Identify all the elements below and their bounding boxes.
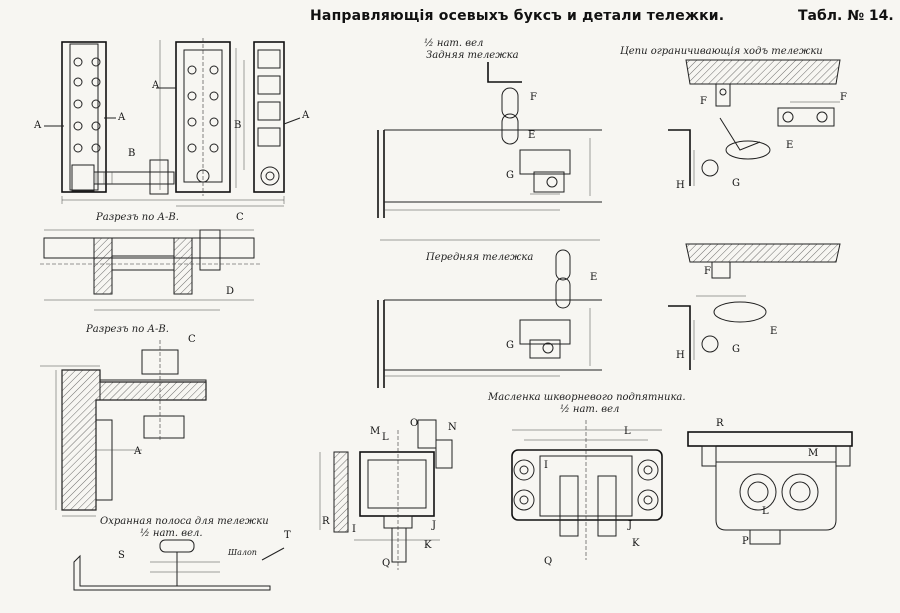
ref-letter: L bbox=[762, 506, 769, 517]
caption-oiler-scale: ½ нат. вел bbox=[560, 404, 620, 415]
guard-strip bbox=[73, 539, 285, 591]
caption-chains: Цепи ограничивающія ходъ тележки bbox=[620, 46, 823, 57]
section-ab-top bbox=[40, 229, 260, 311]
ref-letter: L bbox=[624, 426, 631, 437]
ref-letter: D bbox=[226, 286, 235, 297]
front-bogie-view bbox=[377, 249, 602, 388]
ref-letter: G bbox=[506, 340, 514, 351]
section-ab-bottom bbox=[40, 340, 207, 517]
ref-letter: N bbox=[448, 422, 457, 433]
ref-letter: A bbox=[34, 120, 42, 131]
ref-letter: Q bbox=[382, 558, 391, 569]
ref-letter: L bbox=[382, 432, 389, 443]
ref-letter: A bbox=[152, 80, 160, 91]
ref-letter: Q bbox=[544, 556, 553, 567]
ref-letter: E bbox=[770, 326, 778, 337]
caption-front-bogie: Передняя тележка bbox=[426, 252, 534, 263]
caption-oiler: Масленка шкворневого подпятника. bbox=[488, 392, 686, 403]
ref-letter: G bbox=[732, 178, 740, 189]
oiler-middle-view bbox=[511, 420, 663, 560]
caption-rear-bogie: Задняя тележка bbox=[426, 50, 519, 61]
ref-letter: O bbox=[410, 418, 419, 429]
ref-letter: C bbox=[188, 334, 196, 345]
ref-letter: R bbox=[322, 516, 330, 527]
rear-bogie-view bbox=[377, 62, 602, 218]
oiler-left-view bbox=[319, 419, 453, 570]
ref-letter: H bbox=[676, 180, 685, 191]
ref-letter: E bbox=[528, 130, 536, 141]
sheet-title: Направляющія осевыхъ буксъ и детали теле… bbox=[310, 8, 725, 24]
oiler-right-view bbox=[687, 431, 853, 545]
ref-letter: J bbox=[432, 520, 437, 531]
ref-letter: B bbox=[128, 148, 136, 159]
axle-box-guide-view bbox=[44, 38, 301, 207]
ref-letter: M bbox=[808, 448, 819, 459]
ref-letter: F bbox=[700, 96, 707, 107]
ref-letter: C bbox=[236, 212, 244, 223]
ref-letter: R bbox=[716, 418, 724, 429]
chains-view-bottom bbox=[668, 243, 841, 370]
ref-letter: S bbox=[118, 550, 125, 561]
caption-section-ab-bottom: Разрезъ по А-В. bbox=[86, 324, 169, 335]
caption-guard-scale: ½ нат. вел. bbox=[140, 528, 203, 539]
ref-letter: F bbox=[704, 266, 711, 277]
ref-letter: M bbox=[370, 426, 381, 437]
ref-letter: A bbox=[134, 446, 142, 457]
ref-letter: G bbox=[732, 344, 740, 355]
caption-scale-half: ½ нат. вел bbox=[424, 38, 484, 49]
ref-letter: E bbox=[590, 272, 598, 283]
ref-letter: I bbox=[352, 524, 356, 535]
caption-section-ab-top: Разрезъ по А-В. bbox=[96, 212, 179, 223]
ref-letter: A bbox=[118, 112, 126, 123]
table-number: Табл. № 14. bbox=[798, 8, 894, 24]
ref-letter: P bbox=[742, 536, 749, 547]
ref-letter: H bbox=[676, 350, 685, 361]
caption-guard-strip: Охранная полоса для тележки bbox=[100, 516, 269, 527]
ref-letter: E bbox=[786, 140, 794, 151]
ref-letter: T bbox=[284, 530, 291, 541]
ref-letter: G bbox=[506, 170, 514, 181]
ref-letter: K bbox=[424, 540, 432, 551]
ref-letter: A bbox=[302, 110, 310, 121]
ref-letter: I bbox=[544, 460, 548, 471]
caption-guard-note: Шалоп bbox=[228, 548, 257, 557]
ref-letter: J bbox=[628, 520, 633, 531]
ref-letter: F bbox=[840, 92, 847, 103]
chains-view-top bbox=[668, 59, 841, 186]
ref-letter: B bbox=[234, 120, 242, 131]
ref-letter: F bbox=[530, 92, 537, 103]
ref-letter: K bbox=[632, 538, 640, 549]
